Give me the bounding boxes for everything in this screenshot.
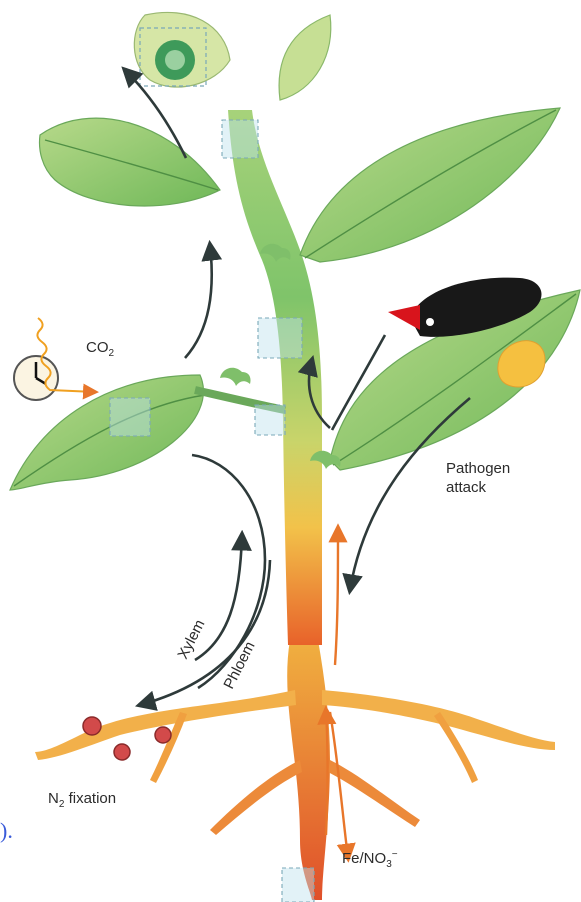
fe-no3-label: Fe/NO3− — [342, 849, 398, 870]
edge-text-fragment: ). — [0, 818, 13, 843]
n2-fixation-label: N2 fixation — [48, 790, 116, 810]
root-system — [35, 640, 555, 900]
phloem-label: Phloem — [220, 639, 258, 692]
co2-label: CO2 — [86, 339, 115, 359]
clock-icon — [14, 356, 58, 400]
apical-bud — [134, 12, 230, 87]
